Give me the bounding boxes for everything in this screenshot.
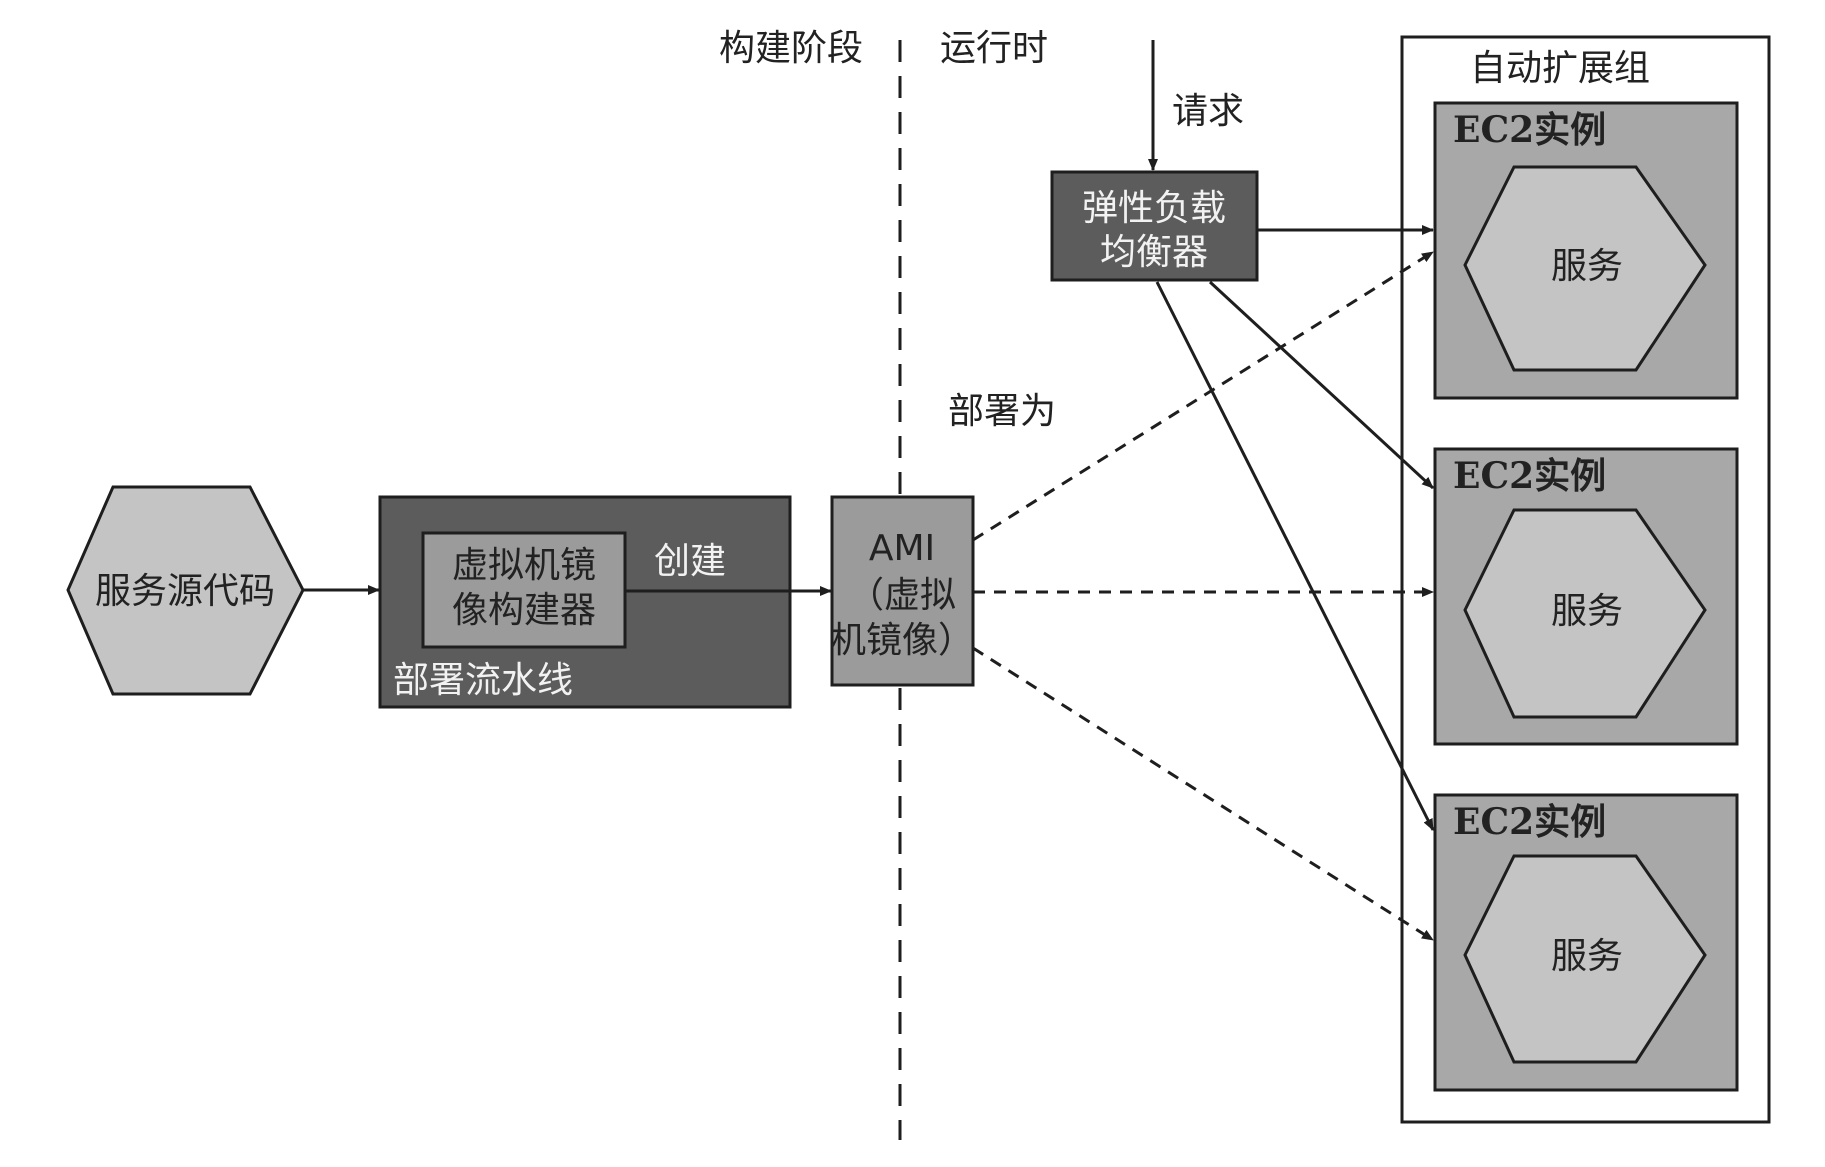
elb-label-2: 均衡器	[1100, 232, 1208, 273]
elb-label-1: 弹性负载	[1082, 188, 1226, 229]
ami-label-2: （虚拟	[848, 575, 956, 616]
elastic-load-balancer: 弹性负载 均衡器	[1050, 170, 1259, 282]
auto-scaling-group-title: 自动扩展组	[1470, 48, 1650, 89]
deployment-pipeline: 虚拟机镜 像构建器 创建 部署流水线	[378, 495, 792, 709]
ami-label-3: 机镜像）	[830, 620, 974, 661]
auto-scaling-group: 自动扩展组 EC2实例 服务 EC2实例 服务 EC2实例 服务	[1400, 35, 1771, 1124]
build-phase-label: 构建阶段	[719, 28, 863, 69]
elb-to-instance-3	[1155, 281, 1435, 831]
ec2-instance-3: EC2实例 服务	[1433, 793, 1739, 1092]
deploy-arrow-1	[972, 250, 1434, 542]
ec2-instance-1: EC2实例 服务	[1433, 101, 1739, 400]
service-hexagon	[1463, 165, 1707, 372]
runtime-phase-label: 运行时	[940, 28, 1048, 69]
deploy-as-label: 部署为	[948, 391, 1056, 432]
elb-to-instance-2	[1208, 280, 1435, 490]
vm-image-builder-label-2: 像构建器	[452, 590, 596, 631]
ec2-instance-title: EC2实例	[1453, 109, 1606, 151]
create-label: 创建	[654, 541, 726, 582]
service-label: 服务	[1551, 936, 1623, 977]
vm-image-builder-label-1: 虚拟机镜	[452, 545, 596, 586]
ec2-instance-title: EC2实例	[1453, 801, 1606, 843]
ami-label-1: AMI	[869, 528, 935, 569]
ec2-instance-2: EC2实例 服务	[1433, 447, 1739, 746]
service-source-code: 服务源代码	[66, 485, 305, 696]
ami: AMI （虚拟 机镜像）	[830, 495, 975, 687]
deploy-arrow-3	[972, 646, 1434, 942]
service-label: 服务	[1551, 591, 1623, 632]
ami-box	[830, 495, 975, 687]
request-label: 请求	[1172, 91, 1244, 132]
elb-box	[1050, 170, 1259, 282]
service-label: 服务	[1551, 246, 1623, 287]
service-hexagon	[1463, 508, 1707, 719]
pipeline-label: 部署流水线	[393, 660, 573, 701]
ec2-instance-title: EC2实例	[1453, 455, 1606, 497]
service-hexagon	[1463, 854, 1707, 1064]
source-label: 服务源代码	[95, 571, 275, 612]
